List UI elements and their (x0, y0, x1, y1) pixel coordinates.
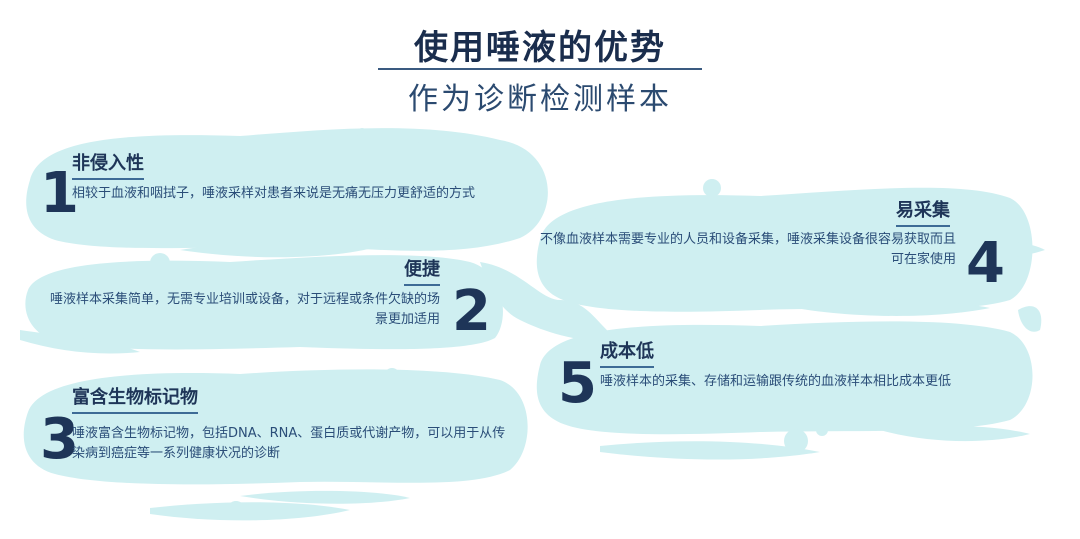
item-5-heading: 成本低 (600, 340, 654, 368)
title-divider (378, 68, 702, 70)
item-2-heading: 便捷 (404, 258, 440, 286)
item-4-number: 4 (966, 231, 1005, 296)
item-1-number: 1 (40, 161, 79, 226)
item-3-text: 唾液富含生物标记物，包括DNA、RNA、蛋白质或代谢产物，可以用于从传染病到癌症… (72, 426, 506, 461)
item-4-text: 不像血液样本需要专业的人员和设备采集，唾液采集设备很容易获取而且可在家使用 (540, 232, 957, 267)
subtitle: 作为诊断检测样本 (408, 82, 672, 117)
item-1-heading: 非侵入性 (72, 152, 144, 180)
item-3-heading: 富含生物标记物 (72, 386, 198, 414)
item-5-number: 5 (558, 351, 597, 416)
item-3-number: 3 (40, 407, 79, 472)
item-5-text: 唾液样本的采集、存储和运输跟传统的血液样本相比成本更低 (600, 374, 952, 389)
item-2-text: 唾液样本采集简单，无需专业培训或设备，对于远程或条件欠缺的场景更加适用 (49, 292, 440, 327)
item-2-number: 2 (452, 279, 491, 344)
item-1-text: 相较于血液和咽拭子，唾液采样对患者来说是无痛无压力更舒适的方式 (72, 186, 476, 201)
item-4-heading: 易采集 (896, 199, 950, 227)
main-title: 使用唾液的优势 (414, 28, 666, 68)
